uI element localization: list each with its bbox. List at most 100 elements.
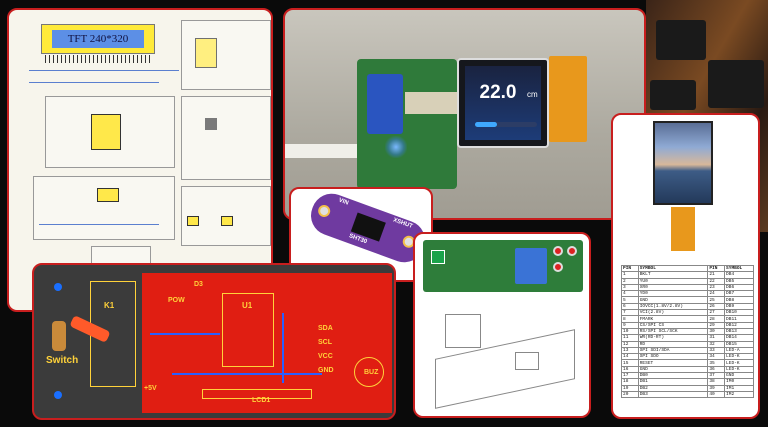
pcb-3d-render xyxy=(413,232,591,418)
wire xyxy=(29,70,179,71)
table-cell: DB10 xyxy=(724,309,754,317)
pin-label: VIN xyxy=(337,197,350,207)
bottom-trace xyxy=(172,373,322,375)
sensor-board: SHT30 VIN XSHUT xyxy=(305,189,431,268)
driver-section xyxy=(33,176,175,240)
table-cell: SPI SDI/SDA xyxy=(637,346,709,355)
wifi-module xyxy=(515,248,547,284)
table-header: SYMBOL xyxy=(724,264,754,273)
table-cell: DB4 xyxy=(724,271,754,279)
equipment xyxy=(650,80,696,110)
table-cell: BKLT xyxy=(637,271,709,279)
device-photo: 22.0 cm xyxy=(283,8,646,220)
table-cell: DB6 xyxy=(724,283,754,292)
tft-display: 22.0 cm xyxy=(457,58,549,148)
tactile-button xyxy=(553,246,563,256)
tft-flex-cable xyxy=(671,207,695,251)
display-flex-cable xyxy=(549,56,587,142)
bottom-trace xyxy=(150,333,220,335)
table-cell: IOVCC(1.8V/2.8V) xyxy=(637,302,709,311)
table-cell: LED-K xyxy=(724,353,754,361)
table-cell: DB0 xyxy=(637,372,709,380)
scl-label: SCL xyxy=(318,339,332,346)
table-cell: VCI(2.8V) xyxy=(637,309,709,317)
iso-part xyxy=(515,352,539,370)
table-cell: GND xyxy=(724,372,754,380)
equipment xyxy=(656,20,706,60)
5v-label: +5V xyxy=(144,385,157,392)
table-cell: LED-K xyxy=(724,365,754,374)
table-cell: YU0 xyxy=(637,277,709,285)
table-cell: RD xyxy=(637,340,709,348)
d3-label: D3 xyxy=(194,281,203,288)
table-cell: FMARK xyxy=(637,315,709,323)
table-cell: DB9 xyxy=(724,302,754,311)
table-cell: DB8 xyxy=(724,296,754,304)
iso-box xyxy=(445,314,481,348)
schematic-image: TFT 240*320 xyxy=(7,8,273,312)
pcb-top-view xyxy=(423,240,583,292)
table-cell: DB1 xyxy=(637,378,709,386)
u1-outline xyxy=(222,293,274,367)
mount-hole xyxy=(54,391,62,399)
distance-bar-fill xyxy=(475,122,497,127)
lcd-symbol: TFT 240*320 xyxy=(41,24,155,54)
mount-hole xyxy=(316,203,332,219)
sda-label: SDA xyxy=(318,325,333,332)
pin-label: XSHUT xyxy=(392,217,414,230)
distance-reading: 22.0 xyxy=(479,82,517,103)
table-cell: DB2 xyxy=(637,384,709,392)
wire xyxy=(29,82,159,83)
table-cell: IM1 xyxy=(724,384,754,392)
tactile-button xyxy=(567,246,577,256)
table-cell: SPI SDO xyxy=(637,353,709,361)
ribbon-cable xyxy=(405,92,467,114)
table-cell: DB15 xyxy=(724,340,754,348)
conn-b xyxy=(221,216,233,226)
mcu-chip xyxy=(91,114,121,150)
distance-bar xyxy=(475,122,537,127)
switch-label: Switch xyxy=(46,355,79,366)
tft-screen: 22.0 cm xyxy=(465,66,541,140)
table-cell: DB12 xyxy=(724,321,754,329)
table-cell: WR(RD-RT) xyxy=(637,334,709,342)
status-led xyxy=(385,136,407,158)
usb-chip xyxy=(195,38,217,68)
table-cell: IM2 xyxy=(724,390,754,399)
usb-cable xyxy=(285,144,365,158)
lcd-pins xyxy=(45,55,151,63)
gnd-label: GND xyxy=(318,367,334,374)
terminal-block xyxy=(431,250,445,264)
bottom-trace xyxy=(282,313,284,383)
equipment xyxy=(708,60,764,108)
mcu-module xyxy=(367,74,403,134)
table-header-row: PIN SYMBOL PIN SYMBOL xyxy=(621,264,754,273)
table-cell: GND xyxy=(637,296,709,304)
table-cell: 40 xyxy=(707,390,726,399)
table-cell: DB14 xyxy=(724,334,754,342)
screw-terminal xyxy=(52,321,66,351)
lcd1-label: LCD1 xyxy=(252,397,271,404)
table-cell: GND xyxy=(637,365,709,374)
regulator xyxy=(205,118,217,130)
table-cell: YD0 xyxy=(637,290,709,298)
power-section xyxy=(181,96,271,180)
table-cell: DB7 xyxy=(724,290,754,298)
